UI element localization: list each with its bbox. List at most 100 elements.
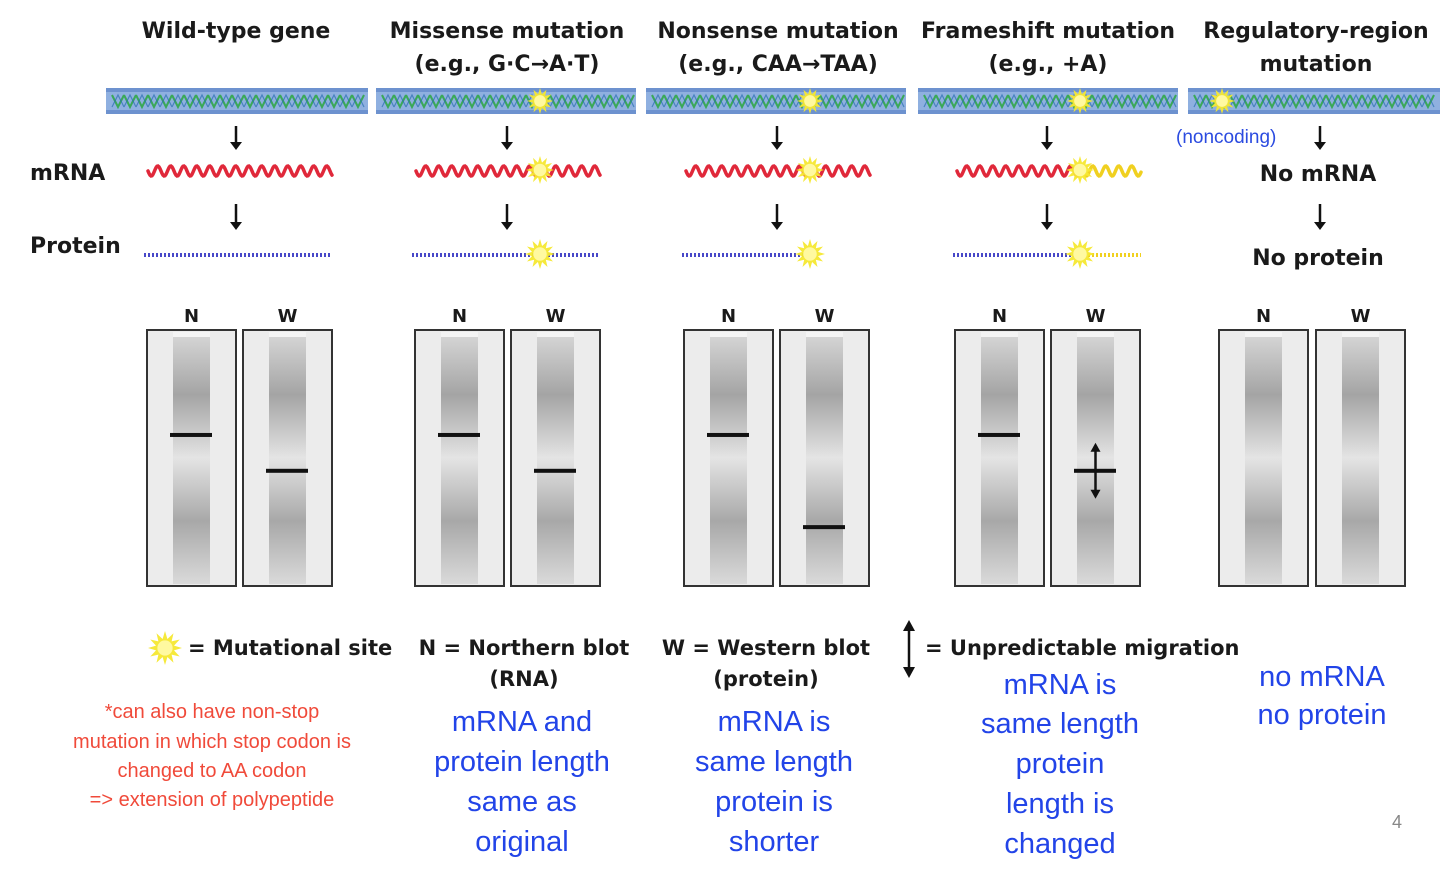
arrow-dna-to-mrna-nonsense (771, 126, 783, 150)
lane-label-w: W (546, 306, 566, 327)
missense-note-2: protein length (434, 746, 610, 778)
title-regulatory-1: Regulatory-region (1203, 19, 1428, 44)
title-missense-2: (e.g., G·C→A·T) (415, 52, 600, 77)
mrna-wave-nonsense (684, 164, 872, 178)
band-northern (170, 432, 212, 437)
mrna-mutation-star-icon (796, 156, 824, 184)
red-note-line-4: => extension of polypeptide (90, 789, 335, 811)
lane-label-n: N (184, 306, 199, 327)
lane-label-w: W (815, 306, 835, 327)
red-note-line-3: changed to AA codon (117, 760, 306, 782)
blot-lane-n (1218, 329, 1309, 587)
missense-note-4: original (475, 826, 569, 858)
mrna-wave-frameshift (955, 164, 1085, 178)
lane-label-w: W (278, 306, 298, 327)
dna-bar-frameshift (918, 88, 1178, 114)
mrna-mutation-star-icon (526, 156, 554, 184)
title-frameshift-2: (e.g., +A) (989, 52, 1108, 77)
arrow-mrna-to-protein-wild (230, 204, 242, 230)
dna-bar-nonsense (646, 88, 906, 114)
red-note: *can also have non-stop mutation in whic… (73, 701, 351, 811)
title-frameshift-1: Frameshift mutation (921, 19, 1175, 44)
blue-note-nonsense: mRNA is same length protein is shorter (695, 706, 853, 858)
no-mrna-label: No mRNA (1260, 162, 1377, 187)
title-nonsense-2: (e.g., CAA→TAA) (678, 52, 878, 77)
frameshift-note-1: mRNA is (1004, 669, 1117, 701)
frameshift-note-5: changed (1004, 828, 1115, 860)
legend-star-shape (148, 631, 182, 665)
arrow-mrna-to-protein-nonsense (771, 204, 783, 230)
mrna-wave-wild (146, 164, 334, 178)
arrow-mrna-to-protein-regulatory (1314, 204, 1326, 230)
blot-lane-w (242, 329, 333, 587)
page-number: 4 (1392, 812, 1402, 832)
row-label-protein: Protein (30, 234, 121, 259)
frameshift-note-4: length is (1006, 788, 1114, 820)
mutational-site-star-icon (148, 631, 182, 665)
dna-mutation-star-icon (797, 88, 823, 114)
lane-label-w: W (1086, 306, 1106, 327)
arrow-dna-to-mrna-regulatory (1314, 126, 1326, 150)
regulatory-note-2: no protein (1258, 699, 1387, 731)
legend-northern-1: N = Northern blot (419, 636, 630, 660)
no-protein-label: No protein (1252, 246, 1384, 271)
legend-northern-2: (RNA) (489, 667, 558, 691)
blue-note-frameshift: mRNA is same length protein length is ch… (981, 669, 1139, 860)
unpredictable-migration-icon (903, 620, 915, 678)
band-northern (978, 432, 1020, 437)
blue-note-regulatory: no mRNA no protein (1258, 661, 1387, 731)
legend-western-1: W = Western blot (662, 636, 870, 660)
blot-lane-n (954, 329, 1045, 587)
band-unpredictable-arrow-icon (1090, 442, 1101, 499)
column-titles: Wild-type gene Missense mutation (e.g., G·… (142, 19, 1429, 77)
blot-lane-w (1315, 329, 1406, 587)
legend: = Mutational site N = Northern blot (RNA… (148, 620, 1239, 691)
noncoding-label: (noncoding) (1176, 127, 1276, 148)
mrna-row (146, 156, 1143, 184)
arrow-mrna-to-protein-missense (501, 204, 513, 230)
title-missense-1: Missense mutation (390, 19, 625, 44)
missense-note-1: mRNA and (452, 706, 592, 738)
band-northern (438, 432, 480, 437)
red-note-line-2: mutation in which stop codon is (73, 731, 351, 753)
red-note-line-1: *can also have non-stop (105, 701, 320, 723)
nonsense-note-4: shorter (729, 826, 820, 858)
band-western (534, 468, 576, 473)
lane-label-n: N (1256, 306, 1271, 327)
band-western (266, 468, 308, 473)
protein-mutation-star-icon (1065, 239, 1095, 269)
title-regulatory-2: mutation (1260, 52, 1373, 77)
arrow-mrna-to-protein-frameshift (1041, 204, 1053, 230)
nonsense-note-2: same length (695, 746, 853, 778)
dna-mutation-star-icon (1067, 88, 1093, 114)
blue-note-missense: mRNA and protein length same as original (434, 706, 610, 858)
protein-mutation-star-icon (795, 239, 825, 269)
mrna-wave-missense (414, 164, 602, 178)
dna-strands (106, 88, 1440, 114)
frameshift-note-3: protein (1016, 748, 1105, 780)
title-wild-1: Wild-type gene (142, 19, 331, 44)
blot-lane-w (510, 329, 601, 587)
dna-mutation-star-icon (527, 88, 553, 114)
missense-note-3: same as (467, 786, 577, 818)
arrow-dna-to-mrna-wild (230, 126, 242, 150)
lane-label-n: N (992, 306, 1007, 327)
band-western (803, 525, 845, 530)
arrow-dna-to-mrna-missense (501, 126, 513, 150)
protein-row (144, 239, 1141, 269)
legend-western-2: (protein) (713, 667, 818, 691)
title-nonsense-1: Nonsense mutation (657, 19, 898, 44)
frameshift-note-2: same length (981, 708, 1139, 740)
regulatory-note-1: no mRNA (1259, 661, 1385, 693)
band-northern (707, 432, 749, 437)
arrows (230, 126, 1326, 230)
protein-mutation-star-icon (525, 239, 555, 269)
lane-label-n: N (721, 306, 736, 327)
